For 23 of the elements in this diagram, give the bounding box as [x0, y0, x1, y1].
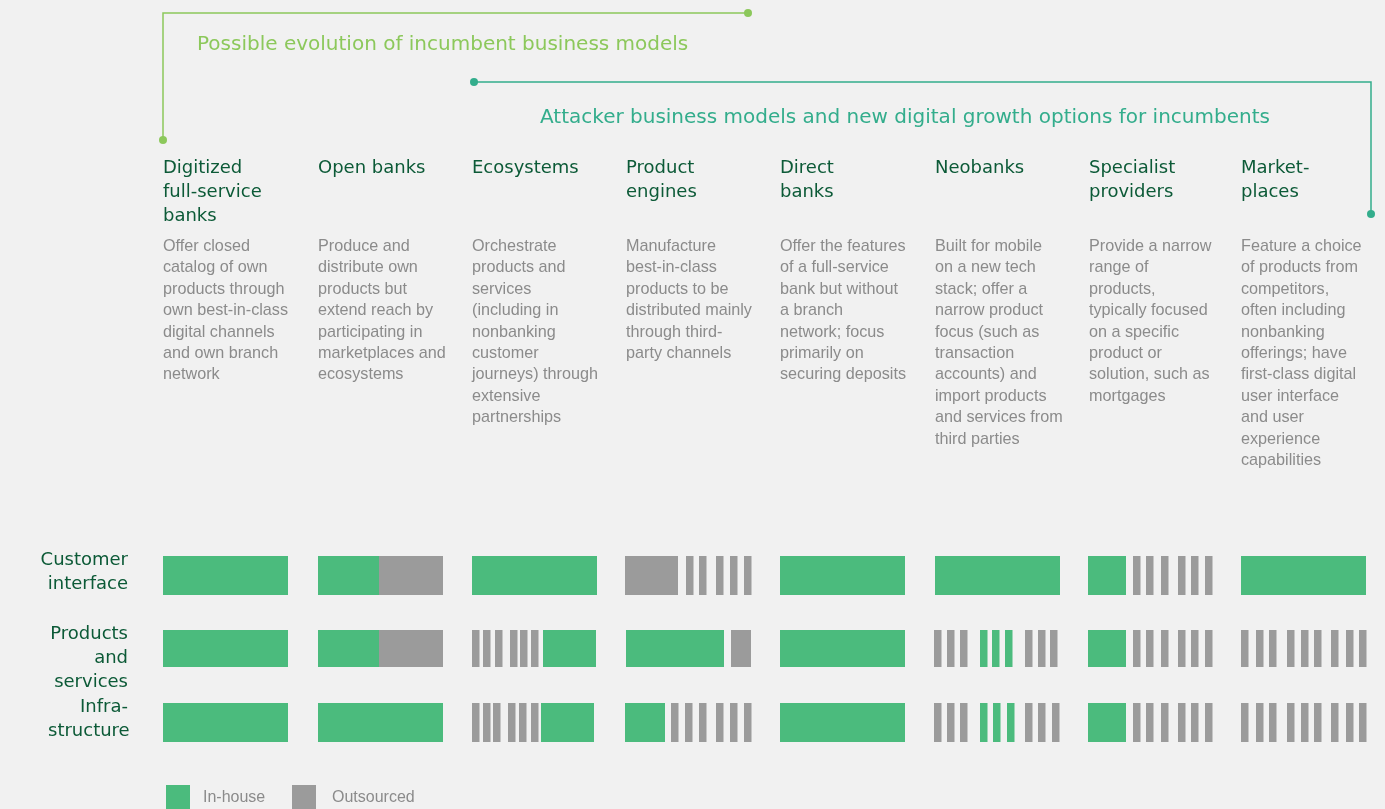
column-title: Market-places — [1241, 155, 1311, 203]
column-description: Orchestrate products and services (including in nonbanking customer journeys) through extensive partnerships — [472, 235, 599, 428]
legend-label: In-house — [203, 788, 266, 806]
row-label: Products and services — [49, 621, 128, 693]
column-title: Digitized full-service banks — [163, 155, 263, 227]
section-heading: Attacker business models and new digital growth options for incumbents — [540, 104, 1270, 128]
column-description: Manufacture best-in-class products to be distributed mainly through third-party channels — [626, 235, 753, 364]
column-description: Feature a choice of products from competitors, often including nonbanking offerings; have first-class digital user interface and user experience capabilities — [1241, 235, 1363, 471]
column-description: Built for mobile on a new tech stack; offer a narrow product focus (such as transaction accounts) and import products and services from third parties — [935, 235, 1063, 449]
row-label: Infra-structure — [48, 694, 128, 742]
column-title: Ecosystems — [472, 155, 580, 179]
column-title: Direct banks — [780, 155, 835, 203]
legend-label: Outsourced — [332, 788, 415, 806]
row-label: Customer interface — [39, 547, 128, 595]
column-description: Provide a narrow range of products, typically focused on a specific product or solution, such as mortgages — [1089, 235, 1213, 406]
column-title: Open banks — [318, 155, 427, 179]
column-description: Offer the features of a full-service bank but without a branch network; focus primarily on securing deposits — [780, 235, 907, 385]
section-heading: Possible evolution of incumbent business models — [197, 31, 689, 55]
column-title: Specialist providers — [1089, 155, 1177, 203]
column-title: Neobanks — [935, 155, 1026, 179]
column-title: Product engines — [626, 155, 698, 203]
column-description: Produce and distribute own products but extend reach by participating in marketplaces and ecosystems — [318, 235, 446, 385]
column-description: Offer closed catalog of own products through own best-in-class digital channels and own branch network — [163, 235, 290, 385]
